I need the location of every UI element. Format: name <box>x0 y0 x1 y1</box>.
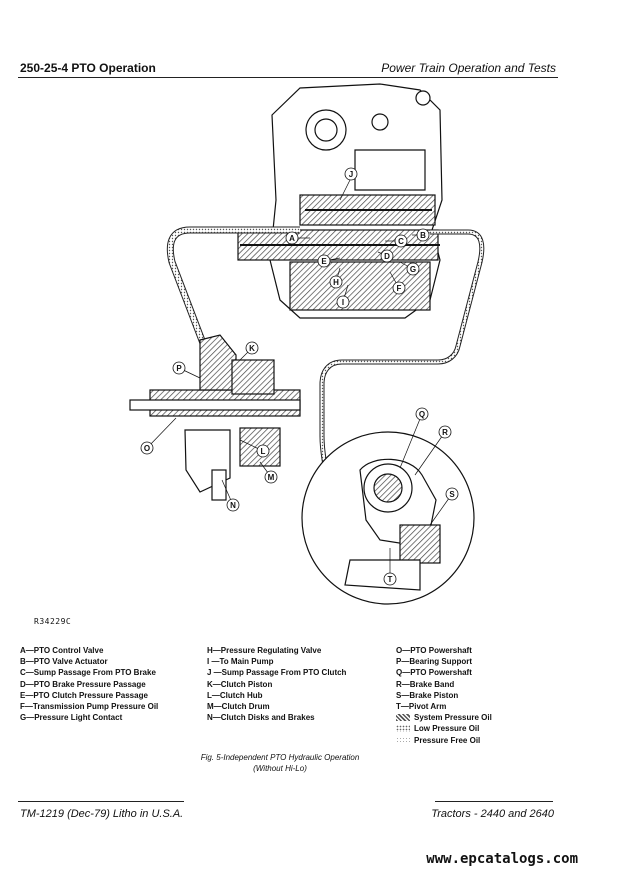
legend-item: R—Brake Band <box>396 679 455 689</box>
legend-item: J —Sump Passage From PTO Clutch <box>207 668 347 678</box>
section-header: 250-25-4 PTO Operation <box>20 61 156 75</box>
legend-oil-free: Pressure Free Oil <box>396 735 492 746</box>
footer-rule-left <box>18 801 184 802</box>
legend-item: P—Bearing Support <box>396 657 473 667</box>
legend-oil-low: Low Pressure Oil <box>396 723 492 734</box>
legend-item: Q—PTO Powershaft <box>396 668 472 678</box>
label-C: C <box>394 234 408 248</box>
svg-text:O: O <box>144 444 150 453</box>
low-pressure-swatch <box>396 725 410 733</box>
figure-caption-sub: (Without Hi-Lo) <box>253 764 307 773</box>
label-Q: Q <box>415 407 429 421</box>
legend-item: C—Sump Passage From PTO Brake <box>20 668 156 678</box>
svg-text:F: F <box>397 284 402 293</box>
legend-item: T—Pivot Arm <box>396 701 447 711</box>
label-D: D <box>380 249 394 263</box>
legend-item: O—PTO Powershaft <box>396 646 472 655</box>
legend-column-3: O—PTO Powershaft P—Bearing Support Q—PTO… <box>396 645 492 746</box>
svg-text:Q: Q <box>419 410 425 419</box>
svg-text:J: J <box>349 170 353 179</box>
callout-labels: J A B C D E G F H I K P O L M N Q R S T <box>140 167 459 586</box>
svg-text:H: H <box>333 278 339 287</box>
figure-caption: Fig. 5-Independent PTO Hydraulic Operati… <box>200 753 360 762</box>
label-I: I <box>336 295 350 309</box>
label-S: S <box>445 487 459 501</box>
legend-oil-label: System Pressure Oil <box>414 713 492 723</box>
label-O: O <box>140 441 154 455</box>
page-title: Power Train Operation and Tests <box>381 61 556 75</box>
label-H: H <box>329 275 343 289</box>
label-J: J <box>344 167 358 181</box>
svg-text:A: A <box>289 234 295 243</box>
label-T: T <box>383 572 397 586</box>
legend-item: K—Clutch Piston <box>207 679 273 689</box>
label-P: P <box>172 361 186 375</box>
legend-item: H—Pressure Regulating Valve <box>207 646 322 655</box>
svg-text:S: S <box>449 490 455 499</box>
svg-text:I: I <box>342 298 344 307</box>
hydraulic-diagram: J A B C D E G F H I K P O L M N Q R S T <box>129 83 485 605</box>
label-E: E <box>317 254 331 268</box>
svg-text:C: C <box>398 237 404 246</box>
header-rule <box>18 77 558 78</box>
watermark-link[interactable]: www.epcatalogs.com <box>426 851 578 867</box>
svg-text:G: G <box>410 265 416 274</box>
label-G: G <box>406 262 420 276</box>
footer-doc-id: TM-1219 (Dec-79) Litho in U.S.A. <box>20 808 184 820</box>
label-F: F <box>392 281 406 295</box>
label-L: L <box>256 444 270 458</box>
legend-oil-label: Low Pressure Oil <box>414 724 480 734</box>
label-K: K <box>245 341 259 355</box>
figure-id: R34229C <box>34 617 72 626</box>
legend-oil-label: Pressure Free Oil <box>414 735 481 745</box>
svg-text:B: B <box>420 231 426 240</box>
valve-housing <box>237 83 443 319</box>
legend-item: E—PTO Clutch Pressure Passage <box>20 690 148 700</box>
legend-column-2: H—Pressure Regulating Valve I —To Main P… <box>207 645 346 723</box>
svg-text:T: T <box>388 575 393 584</box>
label-A: A <box>285 231 299 245</box>
label-R: R <box>438 425 452 439</box>
clutch-assembly <box>129 334 301 501</box>
pressure-free-swatch <box>396 736 410 744</box>
legend-item: S—Brake Piston <box>396 690 459 700</box>
label-M: M <box>264 470 278 484</box>
legend-item: A—PTO Control Valve <box>20 646 104 655</box>
label-N: N <box>226 498 240 512</box>
svg-text:K: K <box>249 344 255 353</box>
legend-item: N—Clutch Disks and Brakes <box>207 713 315 723</box>
svg-text:M: M <box>268 473 275 482</box>
legend-item: D—PTO Brake Pressure Passage <box>20 679 146 689</box>
legend-oil-system: System Pressure Oil <box>396 712 492 723</box>
legend-column-1: A—PTO Control Valve B—PTO Valve Actuator… <box>20 645 158 723</box>
footer-rule-right <box>435 801 553 802</box>
svg-text:E: E <box>321 257 327 266</box>
svg-text:P: P <box>176 364 182 373</box>
footer-model: Tractors - 2440 and 2640 <box>431 808 554 820</box>
legend-item: F—Transmission Pump Pressure Oil <box>20 701 159 711</box>
legend-item: B—PTO Valve Actuator <box>20 657 108 667</box>
svg-text:L: L <box>261 447 266 456</box>
svg-text:R: R <box>442 428 448 437</box>
label-B: B <box>416 228 430 242</box>
legend-item: I —To Main Pump <box>207 657 274 667</box>
legend-item: M—Clutch Drum <box>207 701 270 711</box>
svg-text:D: D <box>384 252 390 261</box>
system-pressure-swatch <box>396 714 410 722</box>
brake-band-detail <box>301 431 475 605</box>
legend-item: G—Pressure Light Contact <box>20 713 123 723</box>
legend-item: L—Clutch Hub <box>207 690 263 700</box>
svg-text:N: N <box>230 501 236 510</box>
